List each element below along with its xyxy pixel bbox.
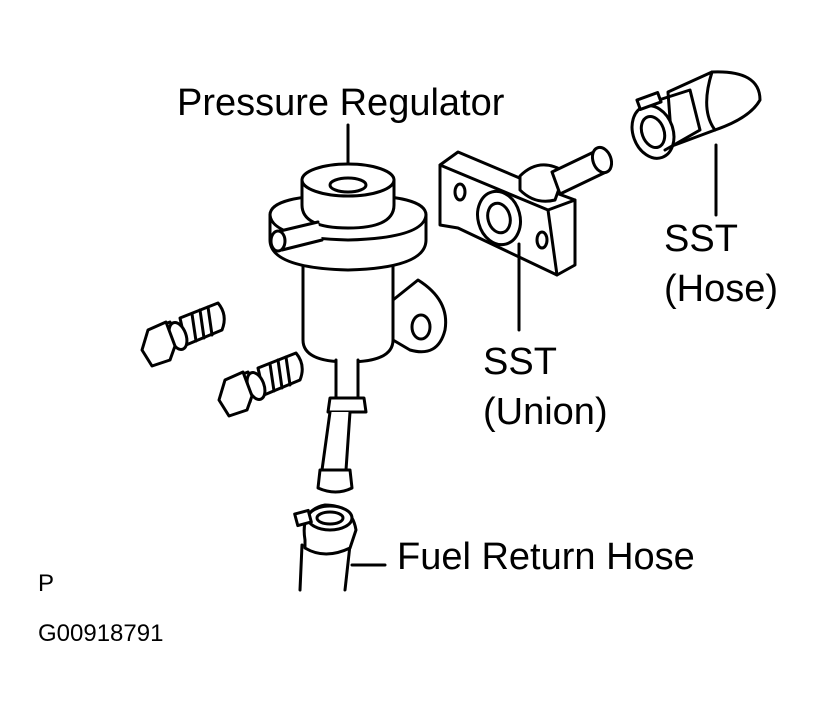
figure-code-label: G00918791 <box>38 620 164 647</box>
fuel-return-hose <box>293 503 387 592</box>
sst-hose-label-line2: (Hose) <box>664 268 779 310</box>
sst-hose <box>630 70 762 217</box>
sst-union-label-line2: (Union) <box>483 391 608 433</box>
sst-union <box>438 145 614 332</box>
pressure-regulator <box>268 123 448 494</box>
view-letter-label: P <box>38 570 55 597</box>
fuel-return-hose-label: Fuel Return Hose <box>397 536 695 578</box>
sst-hose-label-line1: SST <box>664 218 738 260</box>
sst-union-label-line1: SST <box>483 341 557 383</box>
bolt-lower <box>217 351 304 418</box>
pressure-regulator-label: Pressure Regulator <box>177 82 505 124</box>
bolt-upper <box>140 301 226 368</box>
